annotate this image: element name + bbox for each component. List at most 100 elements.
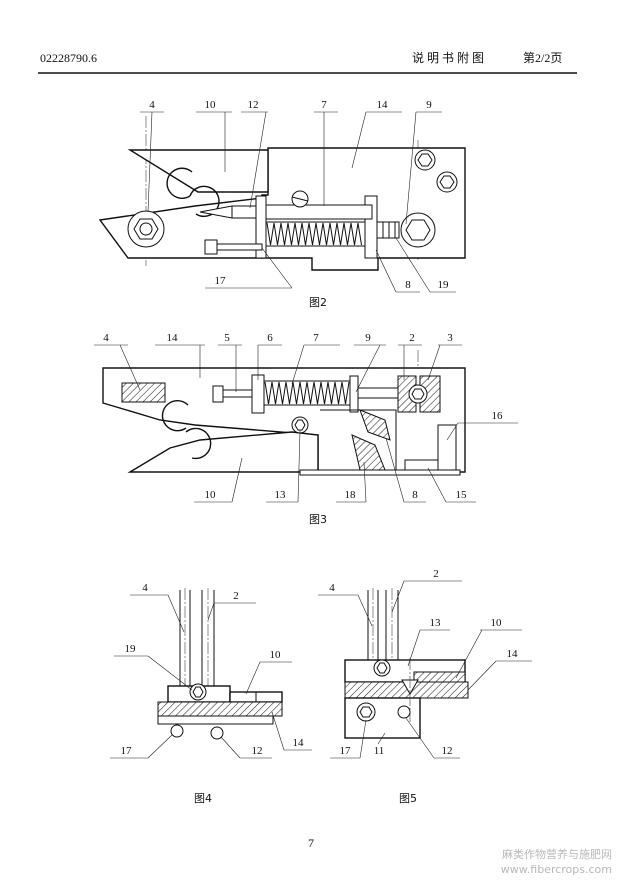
fig3-label-6: 6 (267, 332, 273, 344)
fig2-caption: 图2 (309, 296, 327, 309)
fig3-spring-coil (264, 381, 350, 405)
fig3-center-bolt (408, 384, 428, 404)
fig3-plate-6 (251, 374, 265, 414)
fig2-label-9: 9 (426, 99, 432, 111)
fig4-pin-12 (210, 726, 224, 740)
fig4-label-14: 14 (293, 737, 305, 749)
fig5-part-10 (413, 671, 466, 683)
fig4-callouts: 4 2 19 10 17 12 14 (110, 582, 312, 759)
fig3-label-8: 8 (412, 489, 418, 501)
fig3-label-7: 7 (313, 332, 319, 344)
fig4-label-2: 2 (233, 590, 239, 602)
fig3-rod (357, 387, 399, 399)
fig5-label-12: 12 (442, 745, 453, 757)
fig5-label-14: 14 (507, 648, 519, 660)
fig2-label-8: 8 (405, 279, 411, 291)
fig5-label-10: 10 (491, 617, 503, 629)
fig5-pin-12 (397, 705, 411, 719)
fig4-label-4: 4 (142, 582, 148, 594)
fig4-rod-4 (179, 588, 191, 690)
fig3-label-14: 14 (167, 332, 179, 344)
fig5-caption: 图5 (399, 792, 417, 805)
fig3-label-10: 10 (205, 489, 217, 501)
fig2-label-4: 4 (149, 99, 155, 111)
fig3-wedge-18 (351, 434, 386, 471)
fig3-blade-4 (121, 382, 166, 403)
fig2-bolt-4 (127, 210, 165, 248)
fig3-label-9: 9 (365, 332, 371, 344)
fig3-callouts: 4 14 5 6 7 9 2 3 16 10 13 18 8 15 (94, 332, 518, 503)
fig4-label-10: 10 (270, 649, 282, 661)
fig3-lower-jaw-10 (127, 431, 319, 473)
figure-2: 4 10 12 7 14 9 17 8 19 图2 (98, 99, 466, 309)
fig3-label-13: 13 (275, 489, 287, 501)
fig3-label-3: 3 (447, 332, 453, 344)
fig2-screw-17 (204, 239, 263, 255)
page-number: 7 (308, 836, 314, 850)
fig4-label-17: 17 (121, 745, 133, 757)
fig3-label-5: 5 (224, 332, 230, 344)
fig3-label-4: 4 (103, 332, 109, 344)
watermark-site-name: 麻类作物营养与施肥网 (502, 847, 612, 861)
fig3-part-15 (404, 459, 439, 471)
fig3-inner-housing (320, 409, 397, 470)
fig4-rod-2 (201, 588, 215, 690)
fig3-part-16 (437, 424, 457, 471)
fig5-label-13: 13 (430, 617, 442, 629)
fig4-caption: 图4 (194, 792, 212, 805)
fig4-plate-14 (157, 701, 283, 717)
fig5-label-17: 17 (340, 745, 352, 757)
sheet-page-info: 第2/2页 (523, 51, 562, 65)
fig5-bolt-17 (356, 702, 376, 722)
fig5-rod-2 (385, 588, 399, 664)
fig2-left-plate (255, 195, 267, 259)
fig2-spring (266, 221, 365, 247)
figure-3: 4 14 5 6 7 9 2 3 16 10 13 18 8 15 图3 (94, 332, 518, 526)
fig5-block-11 (344, 697, 421, 739)
fig2-mount-bolt-lower (436, 171, 458, 193)
fig3-label-18: 18 (345, 489, 357, 501)
fig3-label-16: 16 (492, 410, 504, 422)
fig3-plate-9 (349, 375, 359, 413)
fig4-lower-block (157, 715, 274, 725)
fig2-mount-bolt-upper (414, 149, 436, 171)
fig3-label-15: 15 (456, 489, 468, 501)
fig3-pivot-arc-lower (185, 427, 212, 460)
fig5-label-4: 4 (329, 582, 335, 594)
fig2-label-19: 19 (438, 279, 450, 291)
fig4-label-19: 19 (125, 643, 137, 655)
fig5-callouts: 4 2 13 10 14 17 11 12 (318, 568, 532, 759)
sheet-title: 说 明 书 附 图 (412, 50, 484, 65)
fig2-label-14: 14 (377, 99, 389, 111)
fig2-label-17: 17 (215, 275, 227, 287)
fig2-nut-9 (400, 212, 436, 248)
fig5-label-11: 11 (374, 745, 385, 757)
watermark: 麻类作物营养与施肥网 www.fibercrops.com (501, 847, 612, 876)
fig2-rod-7 (265, 204, 373, 220)
fig2-slot-screw (291, 190, 309, 208)
figure-5: 4 2 13 10 14 17 11 12 图5 (318, 568, 532, 805)
fig5-label-2: 2 (433, 568, 439, 580)
fig3-caption: 图3 (309, 513, 327, 526)
fig5-rod-4 (367, 588, 379, 664)
document-number: 02228790.6 (40, 51, 97, 65)
fig5-bolt-13 (373, 659, 391, 677)
fig3-base-bar (299, 469, 461, 476)
fig4-label-12: 12 (252, 745, 263, 757)
watermark-site-url: www.fibercrops.com (501, 863, 612, 876)
fig2-upper-jaw-10 (127, 149, 269, 193)
fig2-spring-coil (266, 222, 362, 246)
fig3-label-2: 2 (409, 332, 415, 344)
fig2-label-10: 10 (205, 99, 217, 111)
fig4-pin-17 (170, 724, 184, 738)
fig2-pivot-arc-lower (189, 185, 220, 217)
fig2-adjuster-19 (376, 221, 400, 239)
fig3-pivot-arc-upper (161, 399, 189, 432)
page-header: 02228790.6 说 明 书 附 图 第2/2页 (38, 50, 577, 74)
fig4-bolt-19 (189, 683, 207, 701)
fig2-label-7: 7 (321, 99, 327, 111)
fig3-spring-7 (264, 380, 350, 406)
fig2-label-12: 12 (248, 99, 259, 111)
fig3-part-8 (359, 409, 391, 441)
